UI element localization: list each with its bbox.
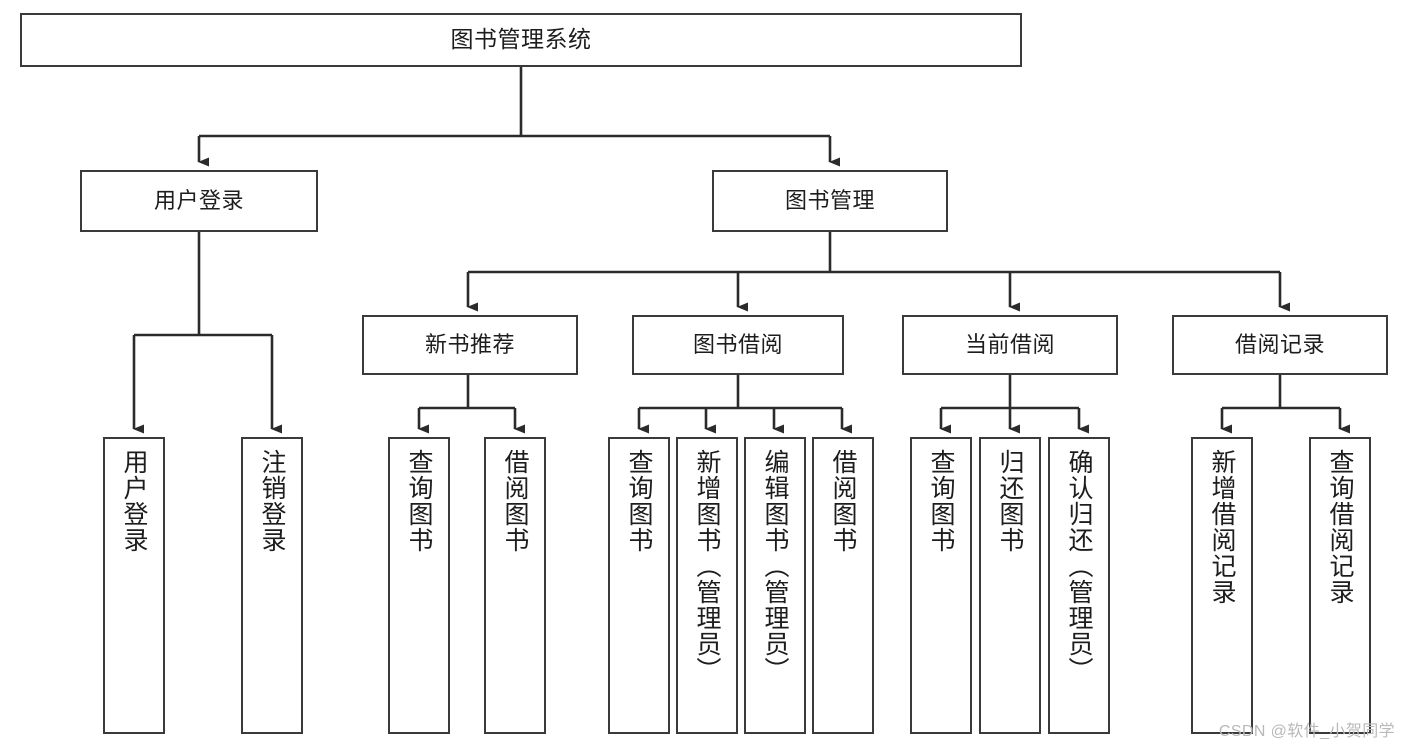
- leaf-current-borrow-confirm-return-admin[interactable]: 确认归还（管理员）: [1048, 437, 1110, 734]
- leaf-label: 查询图书: [625, 449, 653, 553]
- leaf-label: 用户登录: [120, 449, 148, 553]
- leaf-user-login-login[interactable]: 用户登录: [103, 437, 165, 734]
- leaf-borrow-records-query-record[interactable]: 查询借阅记录: [1309, 437, 1371, 734]
- node-book-borrow[interactable]: 图书借阅: [632, 315, 844, 375]
- leaf-book-borrow-edit-book-admin[interactable]: 编辑图书（管理员）: [744, 437, 806, 734]
- node-root-library-system[interactable]: 图书管理系统: [20, 13, 1022, 67]
- leaf-book-borrow-borrow-book[interactable]: 借阅图书: [812, 437, 874, 734]
- leaf-borrow-records-add-record[interactable]: 新增借阅记录: [1191, 437, 1253, 734]
- node-book-management[interactable]: 图书管理: [712, 170, 948, 232]
- leaf-current-borrow-query-book[interactable]: 查询图书: [910, 437, 972, 734]
- leaf-label: 归还图书: [996, 449, 1024, 553]
- node-new-book-recommend[interactable]: 新书推荐: [362, 315, 578, 375]
- leaf-label: 编辑图书（管理员）: [761, 449, 789, 683]
- leaf-label: 借阅图书: [501, 449, 529, 553]
- node-borrow-records-label: 借阅记录: [1234, 331, 1325, 357]
- node-new-book-recommend-label: 新书推荐: [424, 331, 515, 357]
- leaf-current-borrow-return-book[interactable]: 归还图书: [979, 437, 1041, 734]
- leaf-label: 新增借阅记录: [1208, 449, 1236, 605]
- leaf-book-borrow-query-book[interactable]: 查询图书: [608, 437, 670, 734]
- node-root-label: 图书管理系统: [450, 26, 592, 53]
- leaf-new-book-borrow-book[interactable]: 借阅图书: [484, 437, 546, 734]
- leaf-label: 查询图书: [405, 449, 433, 553]
- leaf-book-borrow-add-book-admin[interactable]: 新增图书（管理员）: [676, 437, 738, 734]
- leaf-new-book-query-book[interactable]: 查询图书: [388, 437, 450, 734]
- leaf-label: 确认归还（管理员）: [1065, 449, 1093, 683]
- node-current-borrow[interactable]: 当前借阅: [902, 315, 1118, 375]
- leaf-label: 借阅图书: [829, 449, 857, 553]
- node-borrow-records[interactable]: 借阅记录: [1172, 315, 1388, 375]
- leaf-label: 注销登录: [258, 449, 286, 553]
- node-book-management-label: 图书管理: [784, 187, 875, 213]
- node-user-login[interactable]: 用户登录: [80, 170, 318, 232]
- leaf-label: 查询图书: [927, 449, 955, 553]
- leaf-label: 新增图书（管理员）: [693, 449, 721, 683]
- leaf-user-login-logout[interactable]: 注销登录: [241, 437, 303, 734]
- node-book-borrow-label: 图书借阅: [692, 331, 783, 357]
- node-user-login-label: 用户登录: [153, 187, 244, 213]
- leaf-label: 查询借阅记录: [1326, 449, 1354, 605]
- node-current-borrow-label: 当前借阅: [964, 331, 1055, 357]
